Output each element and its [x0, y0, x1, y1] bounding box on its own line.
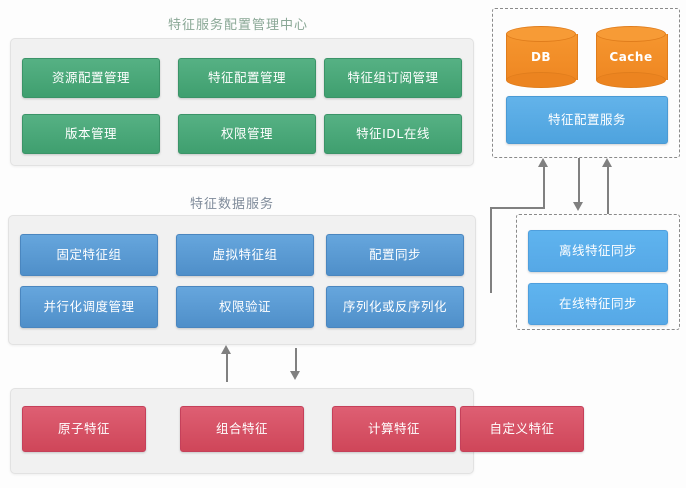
connector-sync-to-storage-line	[607, 166, 609, 214]
config-center-title: 特征服务配置管理中心	[168, 18, 309, 33]
node-feature-idl-online[interactable]: 特征IDL在线	[324, 114, 462, 154]
connector-data-to-feature-arrow	[290, 371, 300, 380]
connector-data-to-storage-horizontal	[490, 207, 545, 209]
node-feature-config-management[interactable]: 特征配置管理	[178, 58, 316, 98]
node-fixed-feature-group[interactable]: 固定特征组	[20, 234, 158, 276]
connector-storage-to-sync-line	[578, 158, 580, 204]
cache-cylinder-top	[596, 26, 666, 42]
connector-sync-to-storage-arrow	[602, 158, 612, 167]
node-feature-config-service[interactable]: 特征配置服务	[506, 96, 668, 144]
db-cylinder-bottom	[506, 72, 576, 88]
node-resource-config-management[interactable]: 资源配置管理	[22, 58, 160, 98]
connector-feature-to-data-line	[226, 352, 228, 382]
node-atomic-feature[interactable]: 原子特征	[22, 406, 146, 452]
node-offline-feature-sync[interactable]: 离线特征同步	[528, 230, 668, 272]
node-version-management[interactable]: 版本管理	[22, 114, 160, 154]
node-permission-verification[interactable]: 权限验证	[176, 286, 314, 328]
node-computed-feature[interactable]: 计算特征	[332, 406, 456, 452]
node-custom-feature[interactable]: 自定义特征	[460, 406, 584, 452]
node-online-feature-sync[interactable]: 在线特征同步	[528, 283, 668, 325]
connector-storage-to-sync-arrow	[573, 202, 583, 211]
data-service-title: 特征数据服务	[190, 197, 275, 212]
connector-feature-to-data-arrow	[221, 345, 231, 354]
node-serialization-deserialization[interactable]: 序列化或反序列化	[326, 286, 464, 328]
node-composite-feature[interactable]: 组合特征	[180, 406, 304, 452]
cache-cylinder-bottom	[596, 72, 666, 88]
cache-cylinder[interactable]: Cache	[596, 26, 668, 88]
node-config-sync[interactable]: 配置同步	[326, 234, 464, 276]
node-feature-group-subscription-management[interactable]: 特征组订阅管理	[324, 58, 462, 98]
db-cylinder-label: DB	[530, 50, 552, 64]
db-cylinder-top	[506, 26, 576, 42]
connector-data-to-storage-arrow	[538, 158, 548, 167]
connector-data-to-feature-line	[295, 348, 297, 374]
cache-cylinder-label: Cache	[609, 50, 653, 64]
node-parallel-scheduling-management[interactable]: 并行化调度管理	[20, 286, 158, 328]
connector-data-to-storage-down	[490, 207, 492, 293]
node-permission-management[interactable]: 权限管理	[178, 114, 316, 154]
connector-data-to-storage-vertical	[543, 166, 545, 208]
node-virtual-feature-group[interactable]: 虚拟特征组	[176, 234, 314, 276]
db-cylinder[interactable]: DB	[506, 26, 578, 88]
